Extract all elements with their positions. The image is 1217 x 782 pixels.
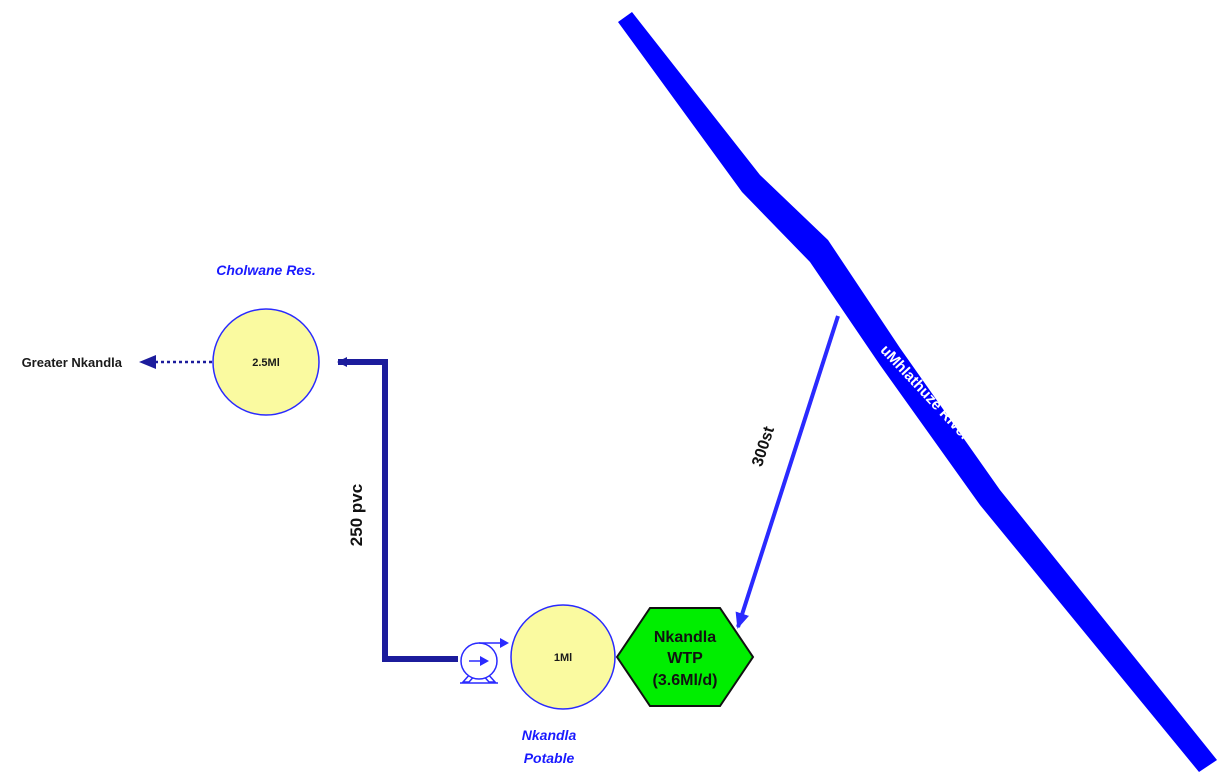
- rising-main-pipe: [337, 357, 458, 662]
- outlet-arrowhead: [139, 355, 156, 369]
- wtp-line2: WTP: [667, 650, 703, 667]
- abstraction-pipe: [735, 315, 840, 629]
- river-label: uMhlathuze River: [877, 342, 974, 445]
- abstraction-pipe-label: 300st: [749, 424, 778, 469]
- potable-capacity: 1Ml: [554, 652, 572, 664]
- cholwane-capacity: 2.5Ml: [252, 357, 280, 369]
- potable-name-line1: Nkandla: [522, 727, 577, 743]
- cholwane-reservoir: [212, 308, 320, 416]
- rising-main-label: 250 pvc: [347, 484, 366, 546]
- potable-name-line2: Potable: [524, 750, 575, 766]
- wtp-line3: (3.6Ml/d): [653, 672, 718, 689]
- potable-reservoir: [510, 604, 616, 710]
- wtp-line1: Nkandla: [654, 629, 716, 646]
- cholwane-name: Cholwane Res.: [216, 262, 316, 278]
- outlet-label: Greater Nkandla: [22, 355, 123, 370]
- wtp-hexagon: [615, 607, 755, 707]
- pump-icon: [460, 638, 509, 684]
- river: [618, 12, 1217, 772]
